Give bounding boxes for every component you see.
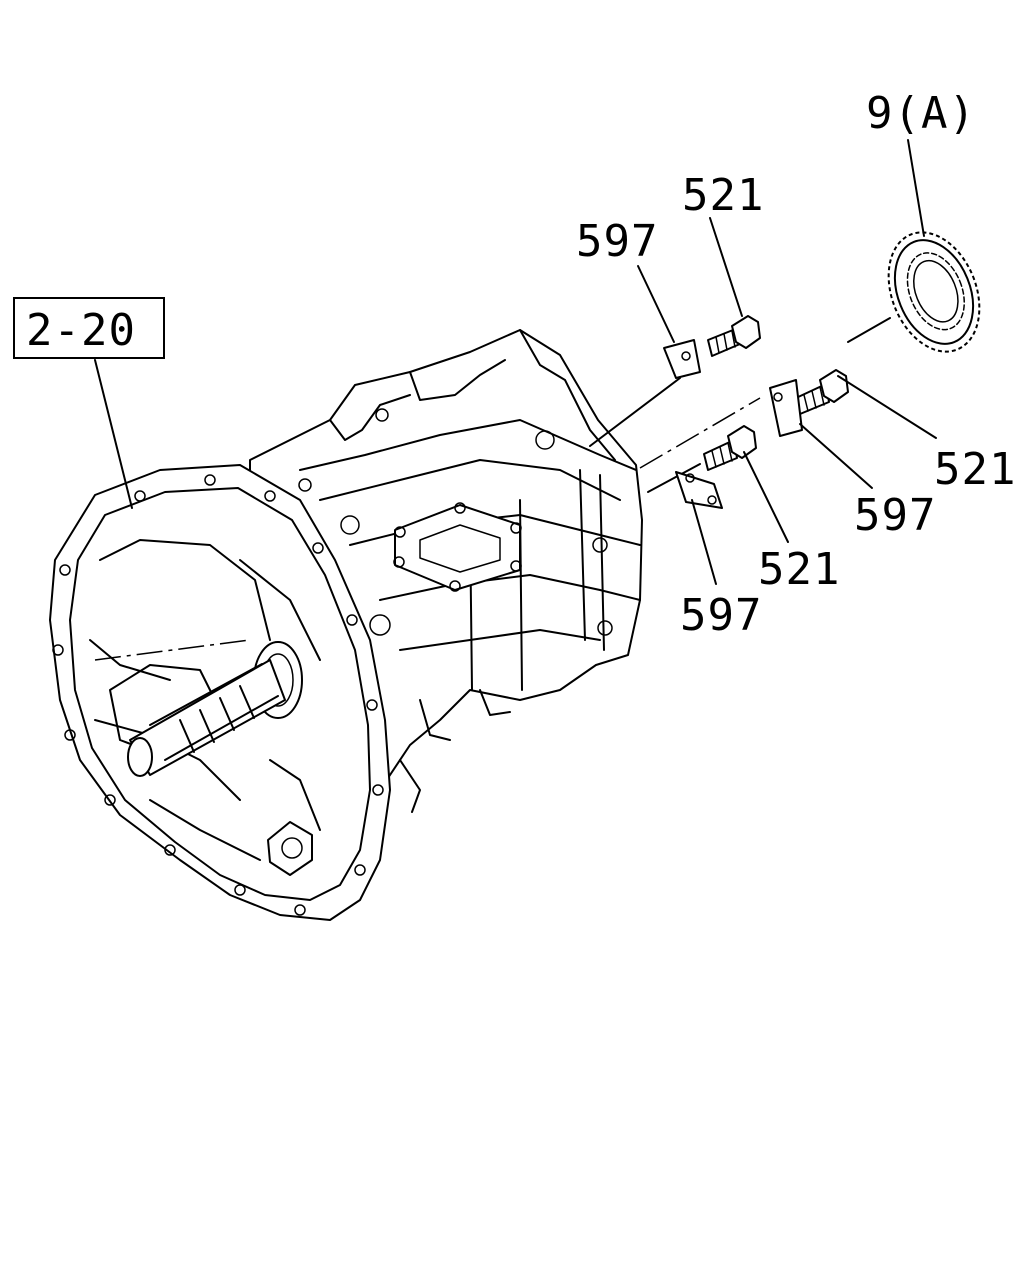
- callout-ring-gear: 9(A): [866, 88, 976, 139]
- plate-top: [663, 339, 701, 379]
- transmission-assembly: [49, 329, 643, 921]
- callout-ref-box: 2-20: [26, 305, 136, 356]
- ring-gear: [887, 231, 981, 353]
- explode-lines: [589, 317, 891, 493]
- callout-plate-top: 597: [576, 216, 658, 267]
- plate-right: [769, 379, 803, 437]
- callout-bolt-right: 521: [934, 444, 1016, 495]
- callout-bolt-top: 521: [682, 170, 764, 221]
- bolt-mid: [703, 425, 757, 471]
- callout-bolt-mid: 521: [758, 544, 840, 595]
- bolt-top: [707, 315, 761, 357]
- callout-plate-bottom: 597: [680, 590, 762, 641]
- ref-box-frame: [13, 297, 165, 359]
- callout-plate-right: 597: [854, 490, 936, 541]
- leader-lines: [94, 139, 937, 585]
- plate-bottom: [675, 471, 723, 509]
